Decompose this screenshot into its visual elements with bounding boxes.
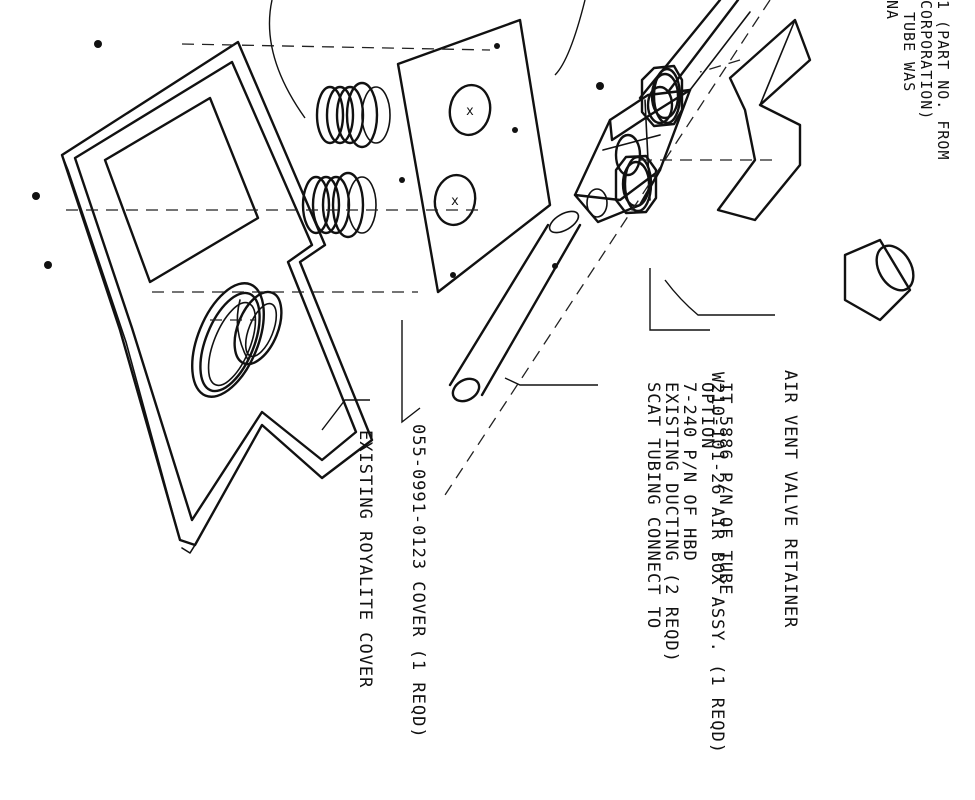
cover-large-ring [191,282,265,398]
label-top-right-2: CORPORATION) [917,0,935,120]
label-scat-4: OPTION [697,382,717,449]
leader-lines [268,0,775,431]
alignment-lines [66,0,780,496]
label-air-vent-valve-retainer: AIR VENT VALVE RETAINER [780,370,800,628]
label-existing-royalite-cover: EXISTING ROYALITE COVER [355,430,375,688]
label-scat-5: IT 5886 P/N OF TUBE [715,382,735,595]
bullet-dots [32,40,604,269]
retainer-nut-upper [640,64,684,128]
royalite-cover-frame [60,40,374,554]
hole-mark-upper: x [466,104,474,119]
cover-plate: x x [396,18,552,294]
vent-angle-piece [716,18,812,222]
label-top-right-4: NA [883,0,901,20]
label-cover-part: 055-0991-0123 COVER (1 REQD) [408,424,428,739]
air-box-assembly [573,85,692,224]
fitting-upper [315,81,391,149]
cylinder-cap [843,238,915,322]
label-top-right-3: TUBE WAS [900,12,918,92]
label-air-box-assy: W210-101-26 AIR BOX ASSY. (1 REQD) [707,372,727,754]
label-scat-1: SCAT TUBING CONNECT TO [643,382,663,629]
label-scat-2: EXISTING DUCTING (2 REQD) [661,382,681,663]
label-scat-tubing-block: SCAT TUBING CONNECT TO EXISTING DUCTING … [643,382,735,663]
label-top-right-1: 1 (PART NO. FROM [934,0,952,161]
scat-tube [448,210,582,403]
hole-mark-lower: x [451,194,459,209]
fitting-lower [301,171,377,239]
label-top-right-block: 1 (PART NO. FROM CORPORATION) TUBE WAS N… [883,0,952,161]
label-scat-3: 7-240 P/N OF HBD [679,382,699,562]
